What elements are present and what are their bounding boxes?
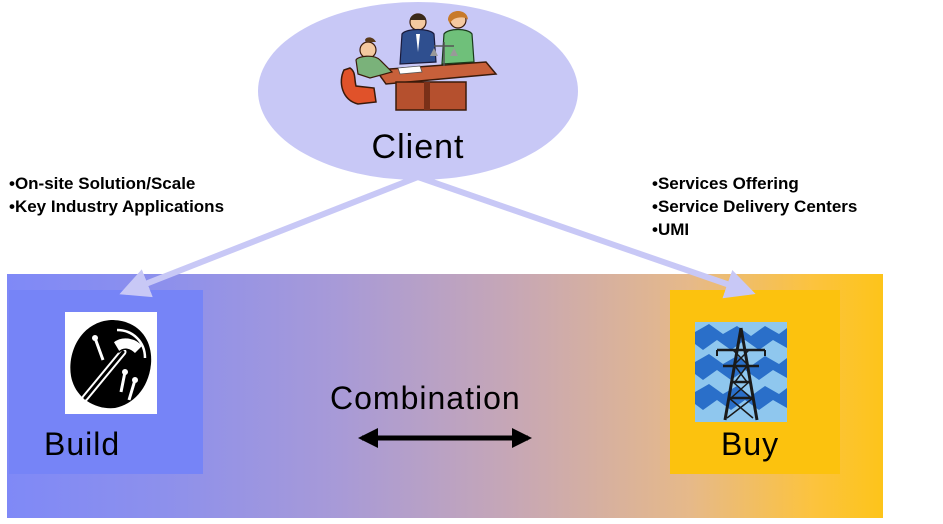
business-meeting-icon: [340, 11, 498, 111]
arrow-client-to-buy: [417, 174, 756, 299]
build-criteria-item: On-site Solution/Scale: [9, 172, 224, 195]
buy-label: Buy: [721, 426, 780, 462]
buy-criteria-item: Services Offering: [652, 172, 857, 195]
arrow-client-to-build: [119, 174, 420, 298]
build-label: Build: [44, 426, 121, 462]
build-criteria-item: Key Industry Applications: [9, 195, 224, 218]
tools-icon: [65, 312, 157, 414]
combination-label: Combination: [330, 380, 521, 416]
buy-criteria-item: Service Delivery Centers: [652, 195, 857, 218]
client-label: Client: [371, 128, 465, 166]
power-tower-icon: [695, 322, 787, 422]
buy-criteria-list: Services Offering Service Delivery Cente…: [652, 172, 857, 241]
build-criteria-list: On-site Solution/Scale Key Industry Appl…: [9, 172, 224, 218]
buy-criteria-item: UMI: [652, 218, 857, 241]
